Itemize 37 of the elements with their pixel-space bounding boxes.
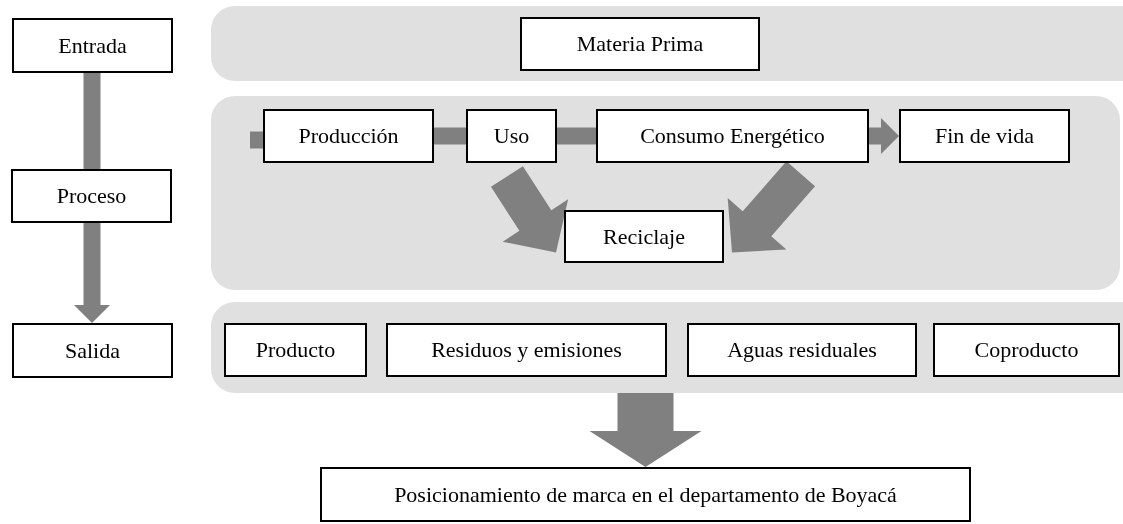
box-label: Fin de vida: [935, 123, 1034, 149]
block-arrow: [83, 73, 101, 169]
process-box: [596, 109, 869, 163]
box-label: Salida: [65, 337, 120, 364]
box-label: Materia Prima: [576, 31, 704, 57]
process-box: [520, 17, 760, 71]
process-box: [386, 323, 667, 377]
process-box: [263, 109, 434, 163]
box-label: Proceso: [56, 183, 127, 209]
background-band: [211, 96, 1120, 290]
process-box: [12, 18, 173, 73]
block-arrow: [727, 161, 816, 253]
box-label: Reciclaje: [603, 223, 685, 250]
box-label: Producción: [298, 123, 399, 149]
background-band: [211, 6, 1123, 81]
box-label: Posicionamiento de marca en el departamento de Boyacá: [394, 481, 897, 508]
block-arrow: [589, 393, 702, 467]
block-arrow: [869, 118, 899, 154]
process-box: [564, 210, 724, 263]
box-label: Coproducto: [974, 337, 1079, 363]
block-arrow: [74, 223, 110, 323]
process-box: [687, 323, 917, 377]
block-arrow: [491, 166, 569, 253]
process-box: [224, 323, 367, 377]
process-box: [466, 109, 557, 163]
box-label: Entrada: [58, 32, 127, 59]
box-label: Producto: [255, 337, 336, 363]
process-box: [320, 467, 971, 522]
process-box: [933, 323, 1120, 377]
background-band: [211, 302, 1123, 393]
process-box: [12, 323, 173, 378]
box-label: Aguas residuales: [727, 337, 877, 363]
process-box: [899, 109, 1070, 163]
box-label: Residuos y emisiones: [431, 337, 622, 363]
box-label: Uso: [493, 123, 530, 149]
box-label: Consumo Energético: [640, 123, 825, 149]
process-box: [11, 169, 172, 223]
